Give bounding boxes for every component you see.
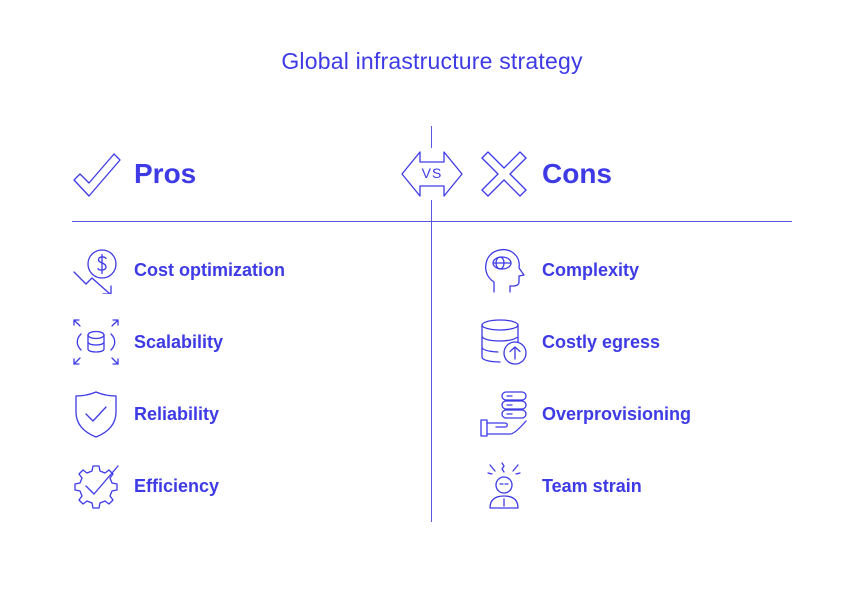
x-mark-icon xyxy=(480,150,528,203)
cons-item-overprovisioning: Overprovisioning xyxy=(480,390,691,438)
dollar-coin-down-arrow-icon xyxy=(73,249,117,294)
stressed-person-icon xyxy=(487,462,521,509)
cons-item-costly-egress: Costly egress xyxy=(480,318,660,366)
versus-badge: VS xyxy=(400,148,464,200)
pros-heading: Pros xyxy=(134,158,197,189)
cons-heading: Cons xyxy=(542,158,612,189)
versus-label: VS xyxy=(421,165,443,181)
pros-item-efficiency: Efficiency xyxy=(72,462,219,510)
pros-item-label: Reliability xyxy=(134,403,220,424)
cons-item-label: Complexity xyxy=(542,259,640,280)
head-brain-icon xyxy=(485,249,525,293)
cons-item-team-strain: Team strain xyxy=(480,462,642,510)
pros-item-label: Cost optimization xyxy=(134,259,285,280)
pros-item-cost-optimization: Cost optimization xyxy=(72,246,285,294)
cons-item-label: Costly egress xyxy=(542,331,661,352)
database-upload-icon xyxy=(481,319,527,365)
shield-check-icon xyxy=(75,391,117,438)
cons-item-label: Team strain xyxy=(542,475,642,496)
horizontal-divider xyxy=(72,221,792,222)
pros-item-label: Scalability xyxy=(134,331,224,352)
pros-item-label: Efficiency xyxy=(134,475,220,496)
database-expand-icon xyxy=(73,319,119,365)
double-arrow-icon xyxy=(401,151,463,197)
cons-item-label: Overprovisioning xyxy=(542,403,692,424)
pros-item-scalability: Scalability xyxy=(72,318,223,366)
checkmark-icon xyxy=(72,152,122,203)
hand-server-stack-icon xyxy=(480,391,527,437)
vertical-divider xyxy=(431,126,432,522)
gear-check-icon xyxy=(74,465,119,509)
pros-item-reliability: Reliability xyxy=(72,390,219,438)
page-title: Global infrastructure strategy xyxy=(281,48,583,74)
cons-item-complexity: Complexity xyxy=(480,246,639,294)
